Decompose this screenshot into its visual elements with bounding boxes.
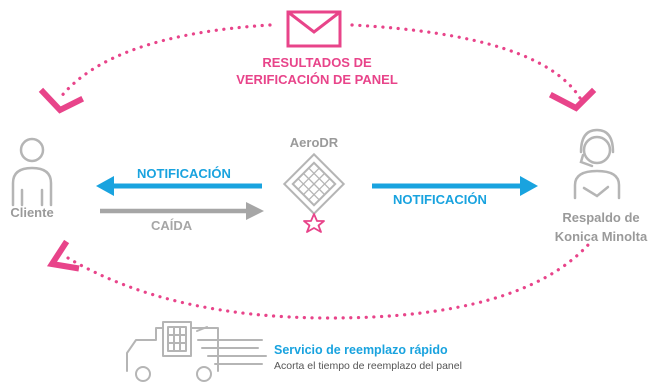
cycle-title: RESULTADOS DE VERIFICACIÓN DE PANEL [197,54,437,88]
cycle-arc-top-right [350,23,582,100]
arrowhead-top-right [548,87,597,112]
delivery-truck-icon [126,321,267,382]
detector-panel-icon [282,152,346,216]
envelope-icon [286,10,342,48]
cycle-arc-top-left [58,23,272,100]
arrowhead-bottom-left [46,239,80,272]
cycle-loop [58,23,590,320]
person-icon [11,137,53,207]
star-icon [303,213,325,233]
detector-label: AeroDR [289,135,339,150]
support-agent-icon [573,128,621,200]
service-subtitle: Acorta el tiempo de reemplazo del panel [274,360,462,372]
arrowhead-top-left [38,87,85,114]
cycle-title-line-1: RESULTADOS DE [262,55,372,70]
support-label-line-1: Respaldo de [562,210,640,225]
service-title: Servicio de reemplazo rápido [274,343,448,357]
fall-arrow [100,202,264,220]
cycle-arc-bottom [66,243,590,320]
notify-left-arrow [96,176,262,196]
cycle-title-line-2: VERIFICACIÓN DE PANEL [236,72,398,87]
fall-label: CAÍDA [151,218,193,233]
client-label: Cliente [10,205,54,220]
notify-right-label: NOTIFICACIÓN [393,192,487,207]
cycle-arrowheads [38,87,597,272]
support-label-line-2: Konica Minolta [554,229,648,244]
support-label: Respaldo de Konica Minolta [548,208,654,246]
notify-left-label: NOTIFICACIÓN [137,166,231,181]
notify-right-arrow [372,176,538,196]
